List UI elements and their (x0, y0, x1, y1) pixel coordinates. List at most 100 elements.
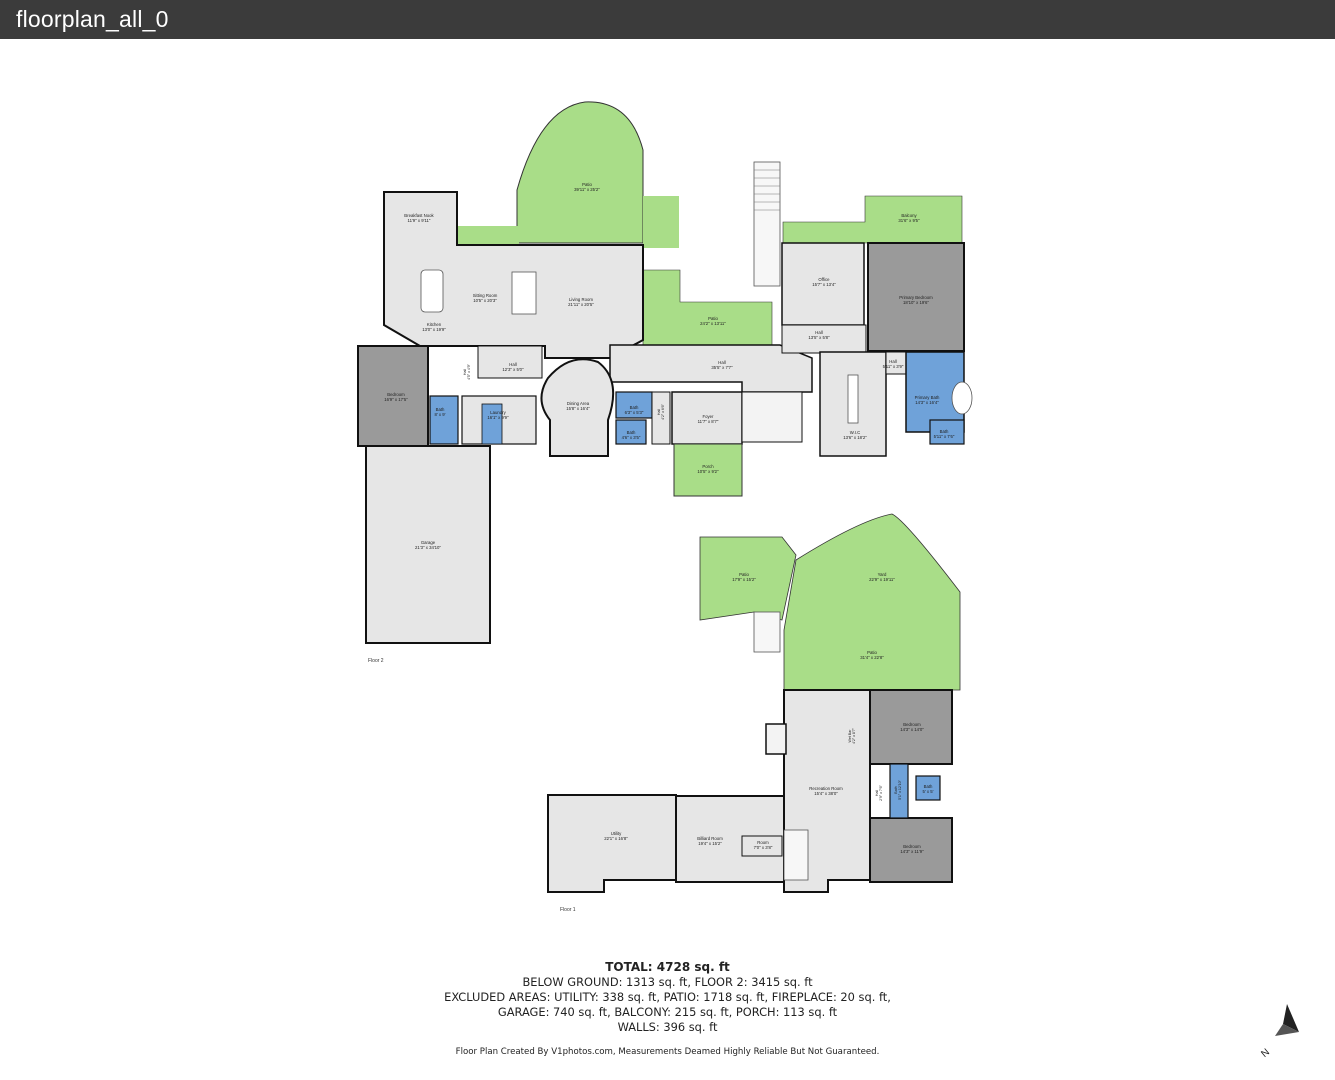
stairs-top (753, 161, 781, 287)
room-label: Bedroom (387, 392, 405, 397)
hall-narrow (651, 391, 671, 445)
room-dims: 16'9" x 17'5" (384, 397, 408, 402)
stair-landing (741, 391, 803, 443)
room-dims: 13'5" x 5'8" (808, 335, 830, 340)
room-label: Hall (657, 409, 661, 415)
patio-small-area (699, 536, 797, 621)
patio-middle-area (642, 269, 773, 346)
room-dims: 24'2" x 13'11" (700, 321, 726, 326)
floor-1-plan: Patio 17'9" x 15'2" Yard 22'9" x 19'11" … (547, 513, 961, 913)
room-label: Patio (708, 316, 718, 321)
bath-lower-a (889, 763, 909, 819)
bedroom-lower (869, 817, 953, 883)
fireplace (765, 723, 787, 755)
yard-area (783, 513, 961, 691)
window-title: floorplan_all_0 (16, 6, 169, 32)
room-dims: 14'3" x 14'0" (900, 727, 924, 732)
room-dims: 13'6" x 18'2" (843, 435, 867, 440)
room-dims: 5' x 5' (923, 789, 934, 794)
dining-area (540, 358, 615, 457)
room-label: Bedroom (903, 844, 921, 849)
room-label: Wet Bar (848, 729, 852, 743)
room-dims: 8' x 9' (435, 412, 446, 417)
foyer (671, 391, 743, 445)
room-dims: 15'7" x 13'4" (812, 282, 836, 287)
bedroom-upper (869, 689, 953, 765)
room-label: Garage (421, 540, 436, 545)
room-label: Patio (867, 650, 877, 655)
room-dims: 11'7" x 8'7" (698, 419, 719, 424)
room-label: Hall (463, 369, 467, 375)
porch (673, 443, 743, 497)
room-dims: 12'3" x 5'0" (502, 367, 524, 372)
room-dims: 10'5" x 20'3" (473, 298, 497, 303)
office (781, 242, 865, 326)
patio-left-strip (457, 226, 519, 244)
room-label: Hall (509, 362, 516, 367)
hall-right (781, 324, 867, 354)
laundry-blue (481, 403, 503, 445)
bath-primary-small (929, 419, 965, 445)
room-label: Billiard Room (697, 836, 723, 841)
floor-2-plan: Patio 39'11" x 25'2" Breakfast Nook 11'9… (357, 101, 973, 664)
room-label: Bath (924, 784, 933, 789)
patio-top-area (516, 101, 644, 244)
room-label: Bath (894, 786, 898, 793)
room-dims: 13'0" x 19'9" (422, 327, 446, 332)
room-label: Hall (718, 360, 725, 365)
bedroom-left (357, 345, 429, 447)
room-label: Bath (627, 430, 636, 435)
bath-lower-b (915, 775, 941, 801)
room-label: Patio (739, 572, 749, 577)
room-label: Primary Bath (915, 395, 940, 400)
room-dims: 4'2" x 6'6" (661, 403, 665, 419)
room-dims: 19'4" x 15'2" (698, 841, 722, 846)
room-dims: 16'1" x 9'9" (487, 415, 509, 420)
room-dims: 5'11" x 3'9" (883, 364, 904, 369)
room-dims: 2'9" x 7'6" (879, 784, 883, 800)
room-label: Sitting Room (473, 293, 498, 298)
room-label: Primary Bedroom (899, 295, 933, 300)
room-label: W.I.C (850, 430, 861, 435)
room-dims: 22'1" x 16'8" (604, 836, 628, 841)
room-label: Living Room (569, 297, 593, 302)
room-dims: 21'11" x 20'5" (568, 302, 594, 307)
hall-small (477, 345, 543, 379)
room-dims: 18'10" x 19'6" (903, 300, 929, 305)
summary-line-3: GARAGE: 740 sq. ft, BALCONY: 215 sq. ft,… (497, 1005, 838, 1019)
compass-letter: N (1259, 1047, 1272, 1060)
summary-line-4: WALLS: 396 sq. ft (617, 1020, 718, 1034)
room-dims: 31'4" x 22'8" (860, 655, 884, 660)
stairs-bottom (783, 829, 809, 881)
room-dims: 11'9" x 9'11" (408, 218, 431, 223)
room-dims: 15'8" x 16'4" (566, 406, 590, 411)
utility-room (547, 794, 677, 893)
patio-step-strip (643, 196, 679, 248)
summary-line-2: EXCLUDED AREAS: UTILITY: 338 sq. ft, PAT… (444, 990, 891, 1004)
room-label: Bath (940, 429, 949, 434)
floor-1-label: Floor 1 (560, 907, 576, 913)
summary-total: TOTAL: 4728 sq. ft (605, 960, 730, 974)
room-label: Dining Area (567, 401, 590, 406)
room-label: Laundry (490, 410, 506, 415)
room-label: Patio (582, 182, 592, 187)
room-label: Utility (611, 831, 622, 836)
room-label: Hall (875, 790, 879, 796)
room-label: Balcony (901, 213, 917, 218)
kitchen-island (420, 269, 444, 313)
garage (365, 445, 491, 644)
room-label: Hall (815, 330, 822, 335)
floor-2-label: Floor 2 (368, 658, 384, 664)
room-dims: 35'5" x 7'7" (711, 365, 733, 370)
wic-island (847, 374, 859, 424)
bath-left (429, 395, 459, 445)
room-label: Kitchen (427, 322, 442, 327)
room-dims: 6'3" x 5'3" (625, 410, 644, 415)
primary-bedroom (867, 242, 965, 352)
room-dims: 21'3" x 34'10" (415, 545, 441, 550)
room-label: Recreation Room (809, 786, 843, 791)
room-label: Porch (702, 464, 714, 469)
summary-line-1: BELOW GROUND: 1313 sq. ft, FLOOR 2: 3415… (522, 975, 813, 989)
room-label: Hall (889, 359, 896, 364)
